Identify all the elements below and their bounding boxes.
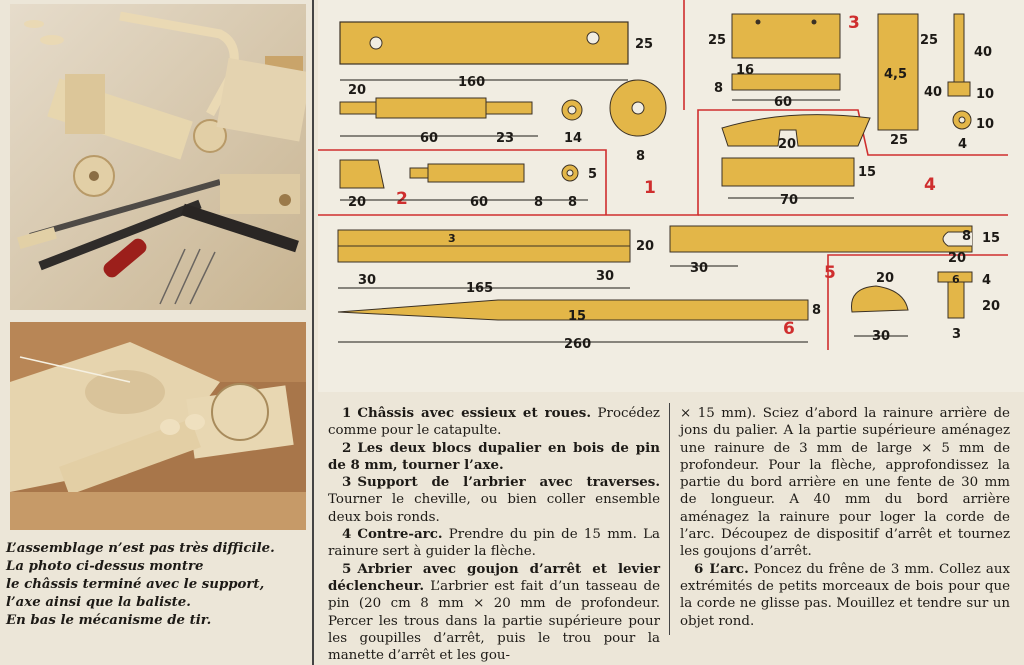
dim-label: 10 — [976, 117, 994, 132]
dim-label: 40 — [974, 45, 992, 60]
dim-label: 70 — [780, 193, 798, 208]
dim-label: 20 — [778, 137, 796, 152]
dim-label: 15 — [568, 309, 586, 324]
caption-line: La photo ci-dessus montre — [6, 559, 204, 574]
dim-label: 25 — [708, 33, 726, 48]
dim-label: 4,5 — [884, 67, 907, 82]
dim-label: 60 — [774, 95, 792, 110]
dim-label: 15 — [982, 231, 1000, 246]
dim-label: 30 — [596, 269, 614, 284]
dim-label: 4 — [958, 137, 967, 152]
dim-label: 20 — [982, 299, 1000, 314]
dim-label: 15 — [858, 165, 876, 180]
dim-label: 6 — [952, 273, 960, 286]
dim-label: 23 — [496, 131, 514, 146]
dim-label: 25 — [920, 33, 938, 48]
dim-label: 20 — [948, 251, 966, 266]
section-number-2: 2 — [396, 189, 408, 209]
dim-label: 16 — [736, 63, 754, 78]
photo-caption: L’assemblage n’est pas très difficile. L… — [6, 540, 306, 630]
dim-label: 5 — [588, 167, 597, 182]
dim-label: 8 — [568, 195, 577, 210]
instructions-column-right: × 15 mm). Sciez d’abord la rainure arriè… — [680, 405, 1010, 630]
photo-top-illustration — [10, 4, 306, 310]
dim-label: 20 — [348, 83, 366, 98]
section-number-6: 6 — [783, 319, 795, 339]
dim-label: 3 — [952, 327, 961, 342]
instruction-continuation: × 15 mm). Sciez d’abord la rainure arriè… — [680, 406, 1010, 560]
dim-label: 260 — [564, 337, 591, 352]
dim-label: 8 — [534, 195, 543, 210]
dim-label: 8 — [714, 81, 723, 96]
dim-label: 60 — [420, 131, 438, 146]
photo-trigger-mechanism — [10, 322, 306, 530]
column-divider — [669, 403, 670, 635]
photo-bottom-illustration — [10, 322, 306, 530]
dim-label: 25 — [890, 133, 908, 148]
section-number-5: 5 — [824, 263, 836, 283]
dim-label: 20 — [636, 239, 654, 254]
dim-label: 8 — [812, 303, 821, 318]
dim-label: 4 — [982, 273, 991, 288]
dim-label: 8 — [636, 149, 645, 164]
dim-label: 8 — [962, 229, 971, 244]
dim-label: 20 — [348, 195, 366, 210]
caption-line: le châssis terminé avec le support, — [6, 577, 265, 592]
dim-label: 3 — [448, 232, 456, 245]
dim-label: 20 — [876, 271, 894, 286]
section-number-4: 4 — [924, 175, 936, 195]
dim-label: 10 — [976, 87, 994, 102]
technical-plan-diagram: 1 2 3 4 5 6 25 160 20 60 23 14 8 20 60 8… — [318, 0, 1024, 392]
dim-label: 40 — [924, 85, 942, 100]
section-number-3: 3 — [848, 13, 860, 33]
caption-line: L’assemblage n’est pas très difficile. — [6, 541, 275, 556]
section-number-1: 1 — [644, 178, 656, 198]
dim-label: 60 — [470, 195, 488, 210]
caption-line: En bas le mécanisme de tir. — [6, 613, 212, 628]
dim-label: 14 — [564, 131, 582, 146]
dim-label: 30 — [358, 273, 376, 288]
caption-line: l’axe ainsi que la baliste. — [6, 595, 191, 610]
dim-label: 160 — [458, 75, 485, 90]
frame-divider — [312, 0, 314, 665]
photo-model-and-tools — [10, 4, 306, 310]
dim-label: 25 — [635, 37, 653, 52]
dim-label: 30 — [690, 261, 708, 276]
